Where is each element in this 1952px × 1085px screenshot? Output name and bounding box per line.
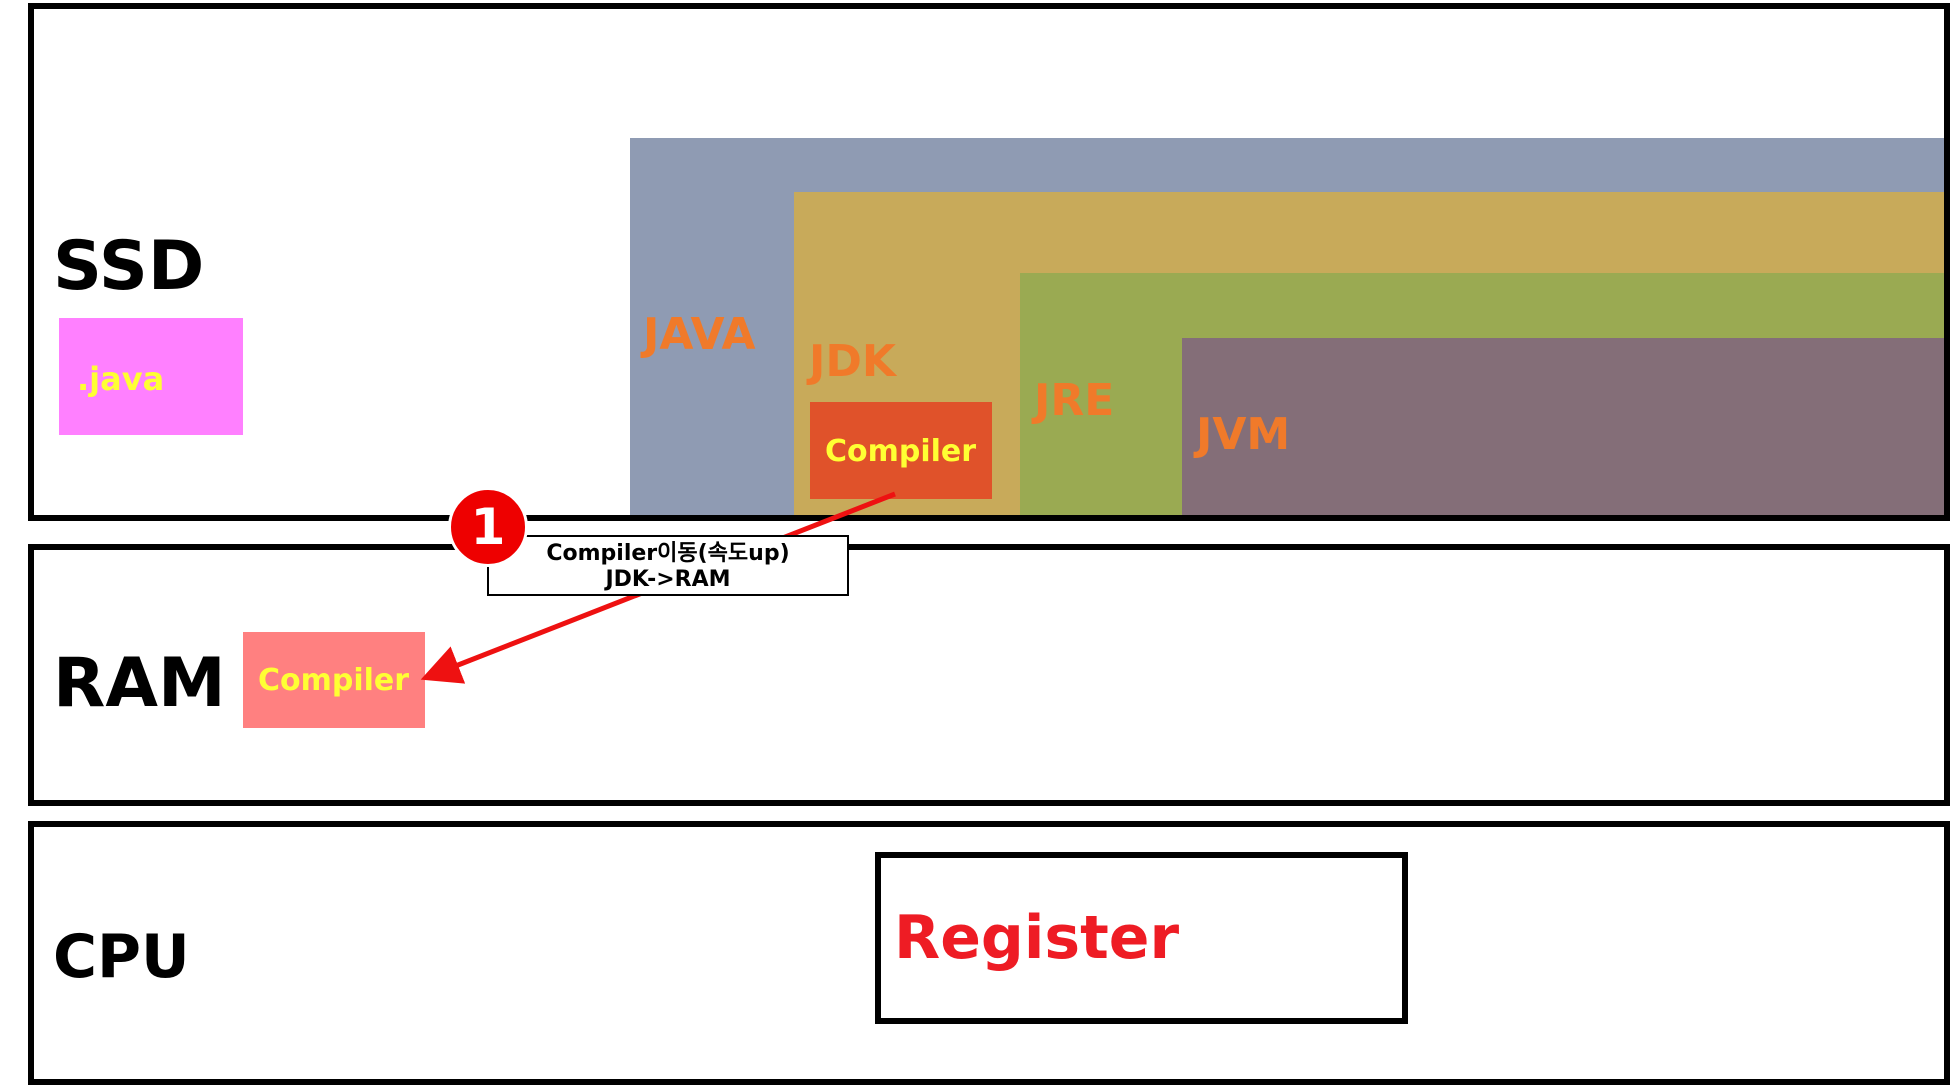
java-source-file: .java: [59, 318, 243, 435]
ram-label: RAM: [53, 644, 226, 723]
jvm-layer-label: JVM: [1196, 409, 1291, 460]
cpu-panel: CPU Register: [28, 821, 1950, 1085]
jvm-layer: JVM: [1182, 338, 1944, 515]
register-label: Register: [894, 903, 1180, 973]
java-file-label: .java: [77, 360, 165, 398]
java-layer-label: JAVA: [643, 309, 756, 360]
cpu-label: CPU: [53, 922, 190, 992]
ram-compiler-block: Compiler: [243, 632, 425, 728]
step-note-line2: JDK->RAM: [605, 567, 731, 593]
ssd-panel: SSD .java JAVA JDK JRE JVM Compiler: [28, 3, 1950, 521]
step-number-badge: 1: [448, 487, 528, 567]
step-note-line1: Compiler이동(속도up): [546, 541, 790, 566]
step-note: Compiler이동(속도up) JDK->RAM: [487, 535, 849, 596]
ram-panel: RAM Compiler: [28, 544, 1950, 806]
ram-compiler-label: Compiler: [258, 663, 410, 698]
register-box: Register: [875, 852, 1408, 1024]
ssd-label: SSD: [53, 227, 205, 306]
jdk-compiler-label: Compiler: [825, 434, 977, 469]
jdk-layer-label: JDK: [809, 336, 896, 387]
jre-layer-label: JRE: [1034, 375, 1115, 426]
jdk-compiler-block: Compiler: [810, 402, 992, 499]
